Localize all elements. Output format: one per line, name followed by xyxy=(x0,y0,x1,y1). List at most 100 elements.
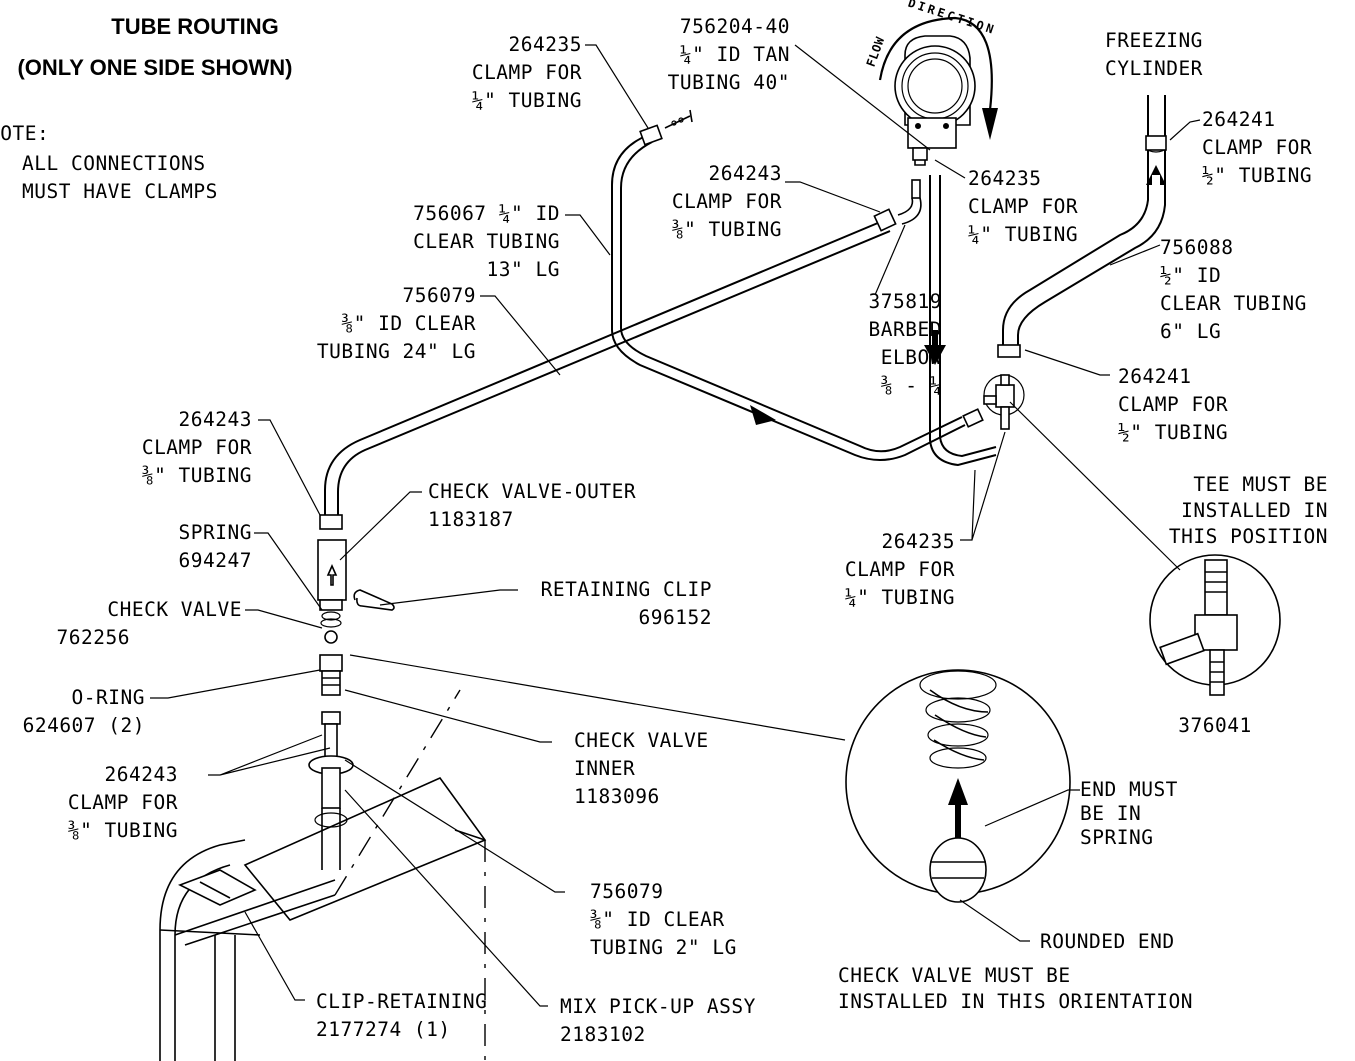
callout-text-line: 1183096 xyxy=(574,785,660,808)
title-line-1: TUBE ROUTING xyxy=(111,14,278,39)
callout-text-line: ¼" ID TAN xyxy=(680,43,790,66)
label-clamp-264235-lower: 264235 CLAMP FOR ¼" TUBING xyxy=(845,530,955,609)
label-orientation-note: CHECK VALVE MUST BE INSTALLED IN THIS OR… xyxy=(838,964,1193,1013)
callout-text-line: CLEAR TUBING xyxy=(1160,292,1307,315)
callout-text-line: ⅜ - ¼ xyxy=(881,374,942,397)
callout-text-line: INNER xyxy=(574,757,635,780)
callout-text-line: TUBING 2" LG xyxy=(590,936,737,959)
callout-text-line: THIS POSITION xyxy=(1169,525,1328,548)
callout-text-line: 756088 xyxy=(1160,236,1233,259)
leader-lines xyxy=(150,44,1201,1007)
callout-text-line: 694247 xyxy=(179,549,252,572)
callout-text-line: 756067 ¼" ID xyxy=(413,202,560,225)
diagram-title: TUBE ROUTING (ONLY ONE SIDE SHOWN) xyxy=(17,14,292,80)
callout-text-line: 756079 xyxy=(590,880,663,903)
label-tan-tubing: 756204-40 ¼" ID TAN TUBING 40" xyxy=(668,15,790,94)
label-spring: SPRING 694247 xyxy=(179,521,252,572)
label-tee-part: 376041 xyxy=(1178,714,1251,737)
callout-text-line: CLIP-RETAINING xyxy=(316,990,487,1013)
label-retaining-clip: RETAINING CLIP 696152 xyxy=(541,578,712,629)
callout-labels: 264235 CLAMP FOR ¼" TUBING 756204-40 ¼" … xyxy=(23,15,1328,1046)
callout-text-line: ¼" TUBING xyxy=(968,223,1078,246)
callout-text-line: ELBOW xyxy=(881,346,942,369)
callout-text-line: CYLINDER xyxy=(1105,57,1203,80)
callout-text-line: ⅜" ID CLEAR xyxy=(341,312,476,335)
callout-text-line: FREEZING xyxy=(1105,29,1203,52)
callout-text-line: TEE MUST BE xyxy=(1193,473,1328,496)
callout-text-line: CLAMP FOR xyxy=(672,190,782,213)
callout-text-line: INSTALLED IN xyxy=(1181,499,1328,522)
callout-text-line: CLAMP FOR xyxy=(845,558,955,581)
callout-text-line: 756204-40 xyxy=(680,15,790,38)
label-mix-pickup: MIX PICK-UP ASSY 2183102 xyxy=(560,995,755,1046)
tubing xyxy=(324,95,1167,520)
note-text-2: MUST HAVE CLAMPS xyxy=(22,180,218,203)
label-tubing-24: 756079 ⅜" ID CLEAR TUBING 24" LG xyxy=(317,284,476,363)
mix-pickup-assembly xyxy=(159,689,487,1061)
callout-text-line: CHECK VALVE MUST BE xyxy=(838,964,1071,987)
callout-text-line: BE IN xyxy=(1080,802,1141,825)
label-barbed-elbow: 375819 BARBED ELBOW ⅜ - ¼ xyxy=(869,290,942,397)
callout-text-line: CLAMP FOR xyxy=(1118,393,1228,416)
callout-text-line: TUBING 24" LG xyxy=(317,340,476,363)
label-freezing-cylinder: FREEZING CYLINDER xyxy=(1105,29,1203,80)
label-o-ring: O-RING 624607 (2) xyxy=(23,686,145,737)
callout-text-line: 13" LG xyxy=(487,258,560,281)
callout-text-line: ½" ID xyxy=(1160,264,1221,287)
label-tee-note: TEE MUST BE INSTALLED IN THIS POSITION xyxy=(1169,473,1328,548)
label-clamp-264243-mid: 264243 CLAMP FOR ⅜" TUBING xyxy=(672,162,782,241)
callout-text-line: CHECK VALVE-OUTER xyxy=(428,480,636,503)
title-line-2: (ONLY ONE SIDE SHOWN) xyxy=(17,55,292,80)
callout-text-line: CLAMP FOR xyxy=(68,791,178,814)
label-check-valve-outer: CHECK VALVE-OUTER 1183187 xyxy=(428,480,636,531)
callout-text-line: CLAMP FOR xyxy=(968,195,1078,218)
label-tubing-756088: 756088 ½" ID CLEAR TUBING 6" LG xyxy=(1160,236,1307,343)
connection-note: NOTE: ALL CONNECTIONS MUST HAVE CLAMPS xyxy=(0,122,218,203)
callout-text-line: CLEAR TUBING xyxy=(413,230,560,253)
callout-text-line: BARBED xyxy=(869,318,942,341)
label-rounded-end: ROUNDED END xyxy=(1040,930,1175,953)
callout-text-line: ⅜" ID CLEAR xyxy=(590,908,725,931)
callout-text-line: 376041 xyxy=(1178,714,1251,737)
callout-text-line: 624607 (2) xyxy=(23,714,145,737)
callout-text-line: SPRING xyxy=(179,521,252,544)
callout-text-line: TUBING 40" xyxy=(668,71,790,94)
label-clamp-264243-left: 264243 CLAMP FOR ⅜" TUBING xyxy=(142,408,252,487)
callout-text-line: ⅜" TUBING xyxy=(142,464,252,487)
label-clamp-264241-lower: 264241 CLAMP FOR ½" TUBING xyxy=(1118,365,1228,444)
callout-text-line: CLAMP FOR xyxy=(472,61,582,84)
callout-text-line: CLAMP FOR xyxy=(1202,136,1312,159)
callout-text-line: 6" LG xyxy=(1160,320,1221,343)
callout-text-line: 264243 xyxy=(179,408,252,431)
callout-text-line: ⅜" TUBING xyxy=(68,819,178,842)
label-clamp-264235-right: 264235 CLAMP FOR ¼" TUBING xyxy=(968,167,1078,246)
pump-assembly: FLOW DIRECTION xyxy=(864,0,998,166)
callout-text-line: ¼" TUBING xyxy=(472,89,582,112)
callout-text-line: O-RING xyxy=(72,686,145,709)
callout-text-line: 375819 xyxy=(869,290,942,313)
callout-text-line: 756079 xyxy=(403,284,476,307)
callout-text-line: 264235 xyxy=(882,530,955,553)
callout-text-line: 696152 xyxy=(639,606,712,629)
callout-text-line: ½" TUBING xyxy=(1202,164,1312,187)
callout-text-line: 1183187 xyxy=(428,508,514,531)
note-heading: NOTE: xyxy=(0,122,49,145)
label-end-in-spring: END MUST BE IN SPRING xyxy=(1080,778,1178,849)
callout-text-line: 264235 xyxy=(968,167,1041,190)
callout-text-line: END MUST xyxy=(1080,778,1178,801)
callout-text-line: 264241 xyxy=(1118,365,1191,388)
callout-text-line: INSTALLED IN THIS ORIENTATION xyxy=(838,990,1193,1013)
tee-detail xyxy=(1149,554,1281,696)
check-valve-detail xyxy=(845,669,1071,903)
callout-text-line: CHECK VALVE xyxy=(574,729,709,752)
label-clamp-264241-top: 264241 CLAMP FOR ½" TUBING xyxy=(1202,108,1312,187)
callout-text-line: 762256 xyxy=(57,626,130,649)
check-valve-stack xyxy=(317,514,395,760)
callout-text-line: CLAMP FOR xyxy=(142,436,252,459)
callout-text-line: 264243 xyxy=(709,162,782,185)
note-text-1: ALL CONNECTIONS xyxy=(22,152,206,175)
callout-text-line: 2177274 (1) xyxy=(316,1018,451,1041)
callout-text-line: CHECK VALVE xyxy=(107,598,242,621)
callout-text-line: ROUNDED END xyxy=(1040,930,1175,953)
